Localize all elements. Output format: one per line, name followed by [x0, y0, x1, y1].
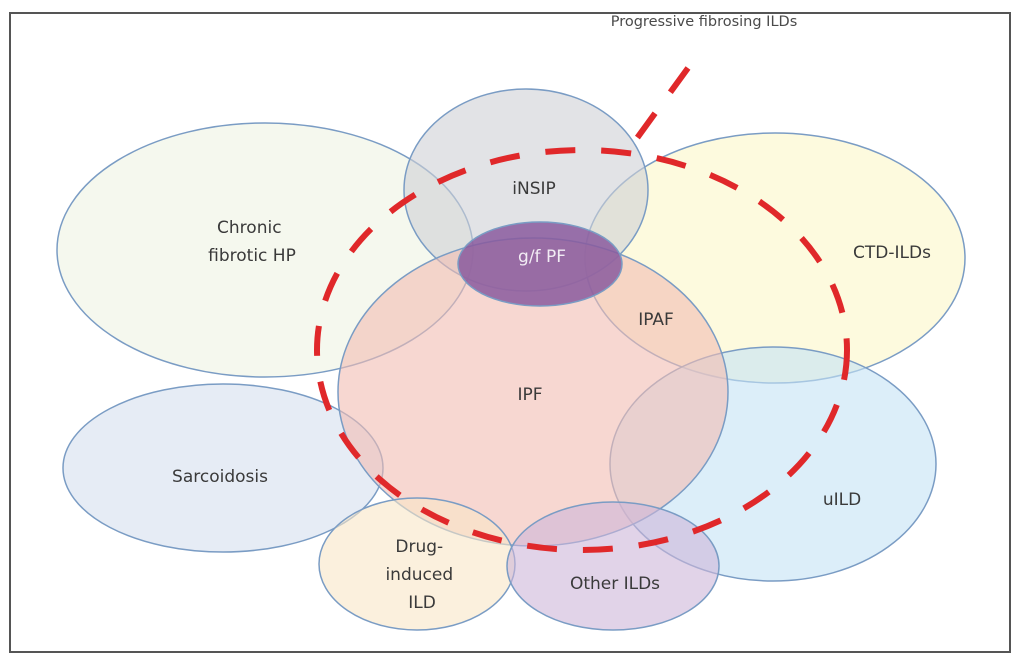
label-ctd-ilds: CTD-ILDs [853, 243, 931, 263]
label-line: induced [385, 565, 453, 585]
progressive-fibrosing-pointer [621, 66, 691, 158]
label-line: ILD [408, 593, 436, 613]
label-line: Chronic [217, 218, 282, 238]
label-uild: uILD [823, 490, 861, 510]
figure-frame [9, 12, 1011, 653]
label-other-ilds: Other ILDs [570, 574, 660, 594]
set-other-ilds [506, 501, 720, 631]
label-gf-pf: g/f PF [518, 247, 566, 267]
label-insip: iNSIP [512, 179, 556, 199]
label-line: fibrotic HP [208, 246, 296, 266]
label-drug-induced-ild: Drug- induced ILD [385, 537, 458, 613]
title-progressive-fibrosing-ilds: Progressive fibrosing ILDs [611, 14, 798, 30]
label-chronic-fibrotic-hp: Chronic fibrotic HP [208, 218, 296, 266]
label-line: Drug- [395, 537, 443, 557]
progressive-fibrosing-boundary [314, 147, 850, 553]
label-sarcoidosis: Sarcoidosis [172, 467, 268, 487]
set-gf-pf [457, 221, 623, 307]
label-ipaf: IPAF [638, 310, 674, 330]
label-ipf: IPF [517, 385, 542, 405]
